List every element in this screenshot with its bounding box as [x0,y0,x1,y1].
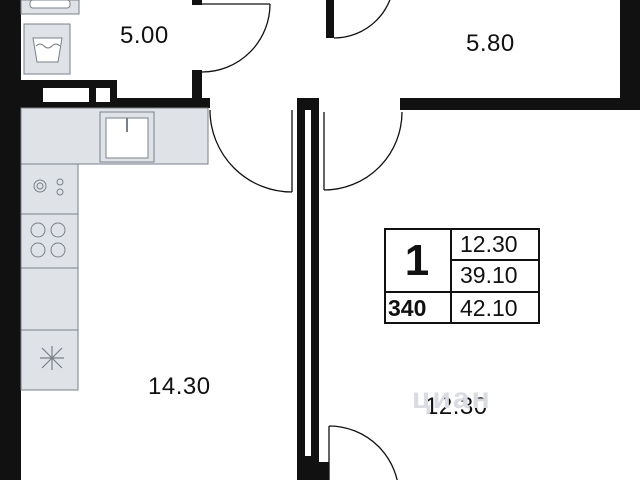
info-border-right [538,228,540,324]
burner-4 [56,188,64,196]
burner-3 [56,178,64,186]
kitchen-counter-side [20,163,79,331]
snowflake-icon [40,346,64,370]
room-area-bath: 5.00 [120,22,169,49]
burner-2 [36,182,44,190]
apartment-number: 340 [388,295,427,321]
room-count: 1 [404,236,430,285]
washing-machine-inner [29,0,71,9]
info-border-left [384,228,386,324]
bath-wall-top-stub [192,0,202,5]
partition-slot [305,110,311,480]
duct-inner-a [43,88,89,102]
bath-door-swing [201,3,271,73]
bath-sink-wave [35,43,61,49]
total-area-1: 39.10 [460,262,518,288]
living-area: 12.30 [460,231,518,257]
stove-burner-2 [50,222,66,238]
bath-wall-left [21,80,37,108]
partition-slot-cap [297,456,319,480]
info-border-top [384,228,540,230]
bedroom-wall-top [400,98,620,110]
hall-wall-top-stub [326,0,334,38]
info-divider-2 [384,291,540,293]
burner-1 [33,179,47,193]
watermark: циан [412,382,492,415]
total-area-2: 42.10 [460,295,518,321]
outer-wall-left [0,0,21,480]
bath-wall-bottom [117,98,210,108]
bath-sink-basin [32,37,63,63]
info-divider-vertical [450,228,452,324]
hall-door-swing [333,0,391,39]
room-area-kitchen: 14.30 [148,373,211,400]
room-area-top-right: 5.80 [466,30,515,57]
bedroom-door-swing [323,111,403,191]
room-area-bedroom: 12.30 [425,393,488,420]
lower-door-swing [328,425,398,480]
info-divider-1 [452,259,540,261]
outer-wall-right [620,0,640,110]
bedroom-door-jamb [319,462,329,480]
info-border-bottom [384,322,540,324]
apartment-info-box: 1 12.30 39.10 340 42.10 [384,228,540,324]
stove-burner-4 [50,242,66,258]
kitchen-door-swing [209,109,293,193]
stove-burner-3 [30,242,46,258]
bath-door-jamb [192,70,202,100]
stove-burner-1 [30,222,46,238]
duct-inner-b [96,88,110,102]
